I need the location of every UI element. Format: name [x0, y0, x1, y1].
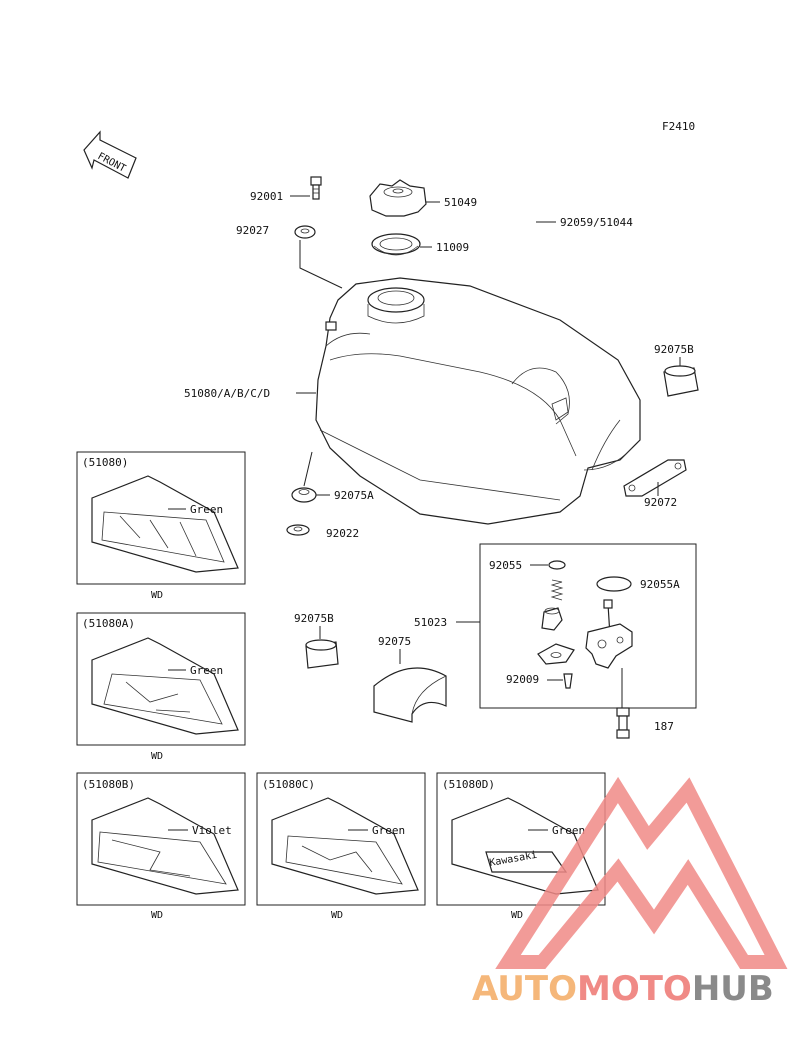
variant-tag: WD [151, 910, 163, 921]
spring [550, 579, 564, 601]
variant-color: Violet [192, 824, 232, 837]
label-92075A: 92075A [334, 489, 374, 502]
damper-92075B-mid [305, 639, 339, 669]
variant-code: (51080C) [262, 778, 315, 791]
label-92009: 92009 [506, 673, 539, 686]
label-92075B-top: 92075B [654, 343, 694, 356]
variant-color: Green [190, 664, 223, 677]
variant-code: (51080B) [82, 778, 135, 791]
lever [541, 607, 563, 631]
gasket-11009 [371, 233, 421, 256]
watermark-auto: AUTO [472, 969, 577, 1009]
fuel-cock-frame [479, 543, 697, 709]
damper-92075B-top [663, 365, 699, 397]
variant-box-51080A: (51080A) Green WD [76, 612, 246, 762]
label-51049: 51049 [444, 196, 477, 209]
breather-hose [395, 116, 655, 333]
label-92055: 92055 [489, 559, 522, 572]
watermark-text: AUTOMOTOHUB [472, 969, 774, 1009]
front-arrow-icon: FRONT [83, 130, 137, 179]
label-187: 187 [654, 720, 674, 733]
variant-tag: WD [151, 590, 163, 601]
fuel-cap-51049 [369, 179, 427, 217]
variant-box-51080C: (51080C) Green WD [256, 772, 426, 921]
watermark-hub: HUB [692, 969, 774, 1009]
watermark-logo [495, 776, 788, 969]
label-51080: 51080/A/B/C/D [184, 387, 270, 400]
label-92022: 92022 [326, 527, 359, 540]
variant-code: (51080) [82, 456, 128, 469]
fuel-cock-body [585, 599, 633, 669]
variant-tag: WD [511, 910, 523, 921]
bolt-92001 [310, 176, 322, 200]
label-51023: 51023 [414, 616, 447, 629]
label-11009: 11009 [436, 241, 469, 254]
variant-code: (51080A) [82, 617, 135, 630]
label-92059: 92059/51044 [560, 216, 633, 229]
variant-tag: WD [331, 910, 343, 921]
variant-color: Green [190, 503, 223, 516]
variant-code: (51080D) [442, 778, 495, 791]
watermark-moto: MOTO [577, 969, 692, 1009]
fuel-tank-51080 [315, 277, 641, 525]
washer-92027 [294, 225, 316, 239]
drain-screw-187 [616, 707, 630, 739]
label-92075: 92075 [378, 635, 411, 648]
variant-tag: WD [151, 751, 163, 762]
gasket-plate [537, 643, 575, 665]
label-92072: 92072 [644, 496, 677, 509]
o-ring-92055A [596, 576, 632, 592]
washer-92022 [286, 524, 310, 536]
variant-box-51080B: (51080B) Violet WD [76, 772, 246, 921]
screw-92009 [563, 673, 573, 689]
variant-color: Green [372, 824, 405, 837]
damper-92075A [291, 487, 317, 503]
bracket-92072 [623, 459, 687, 497]
damper-92075 [373, 667, 447, 723]
label-92075B-mid: 92075B [294, 612, 334, 625]
variant-color: Green [552, 824, 585, 837]
figure-code: F2410 [662, 120, 695, 133]
label-92027: 92027 [236, 224, 269, 237]
variant-box-51080: (51080) Green WD [76, 451, 246, 601]
label-92001: 92001 [250, 190, 283, 203]
o-ring-92055 [548, 560, 566, 570]
label-92055A: 92055A [640, 578, 680, 591]
